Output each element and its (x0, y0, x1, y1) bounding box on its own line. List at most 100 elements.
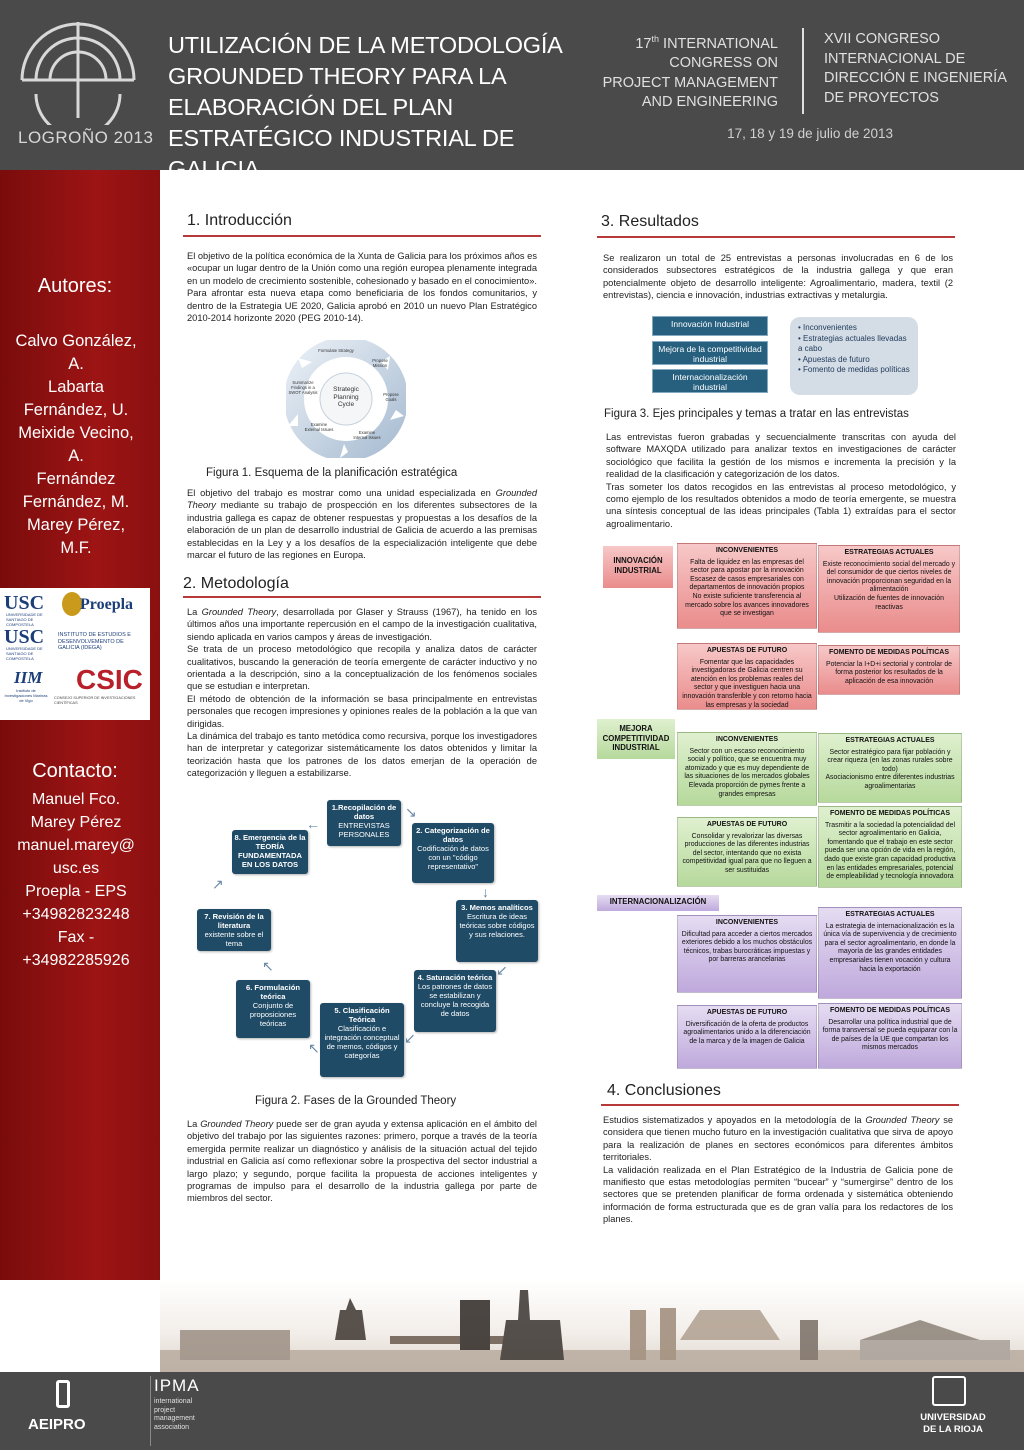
row-label-competitiveness: MEJORA COMPETITIVIDAD INDUSTRIAL (597, 719, 675, 759)
usc-logo: USC (4, 592, 45, 614)
gt-step-8: 8. Emergencia de la TEORÍA FUNDAMENTADA … (232, 830, 308, 874)
arrow-down-left-icon: ↙ (496, 962, 508, 978)
author-line: Marey Pérez, (26, 516, 126, 534)
contact-line: Proepla - EPS (25, 883, 127, 900)
cycle-step-label: Summarize Findings in a SWOT Analysis (288, 380, 318, 395)
strategic-planning-cycle-diagram: Strategic Planning Cycle Formulate Strat… (284, 337, 408, 461)
congress-en-line: PROJECT MANAGEMENT (602, 74, 778, 91)
contact-line: Fax - (57, 929, 95, 946)
results-paragraph: Se realizaron un total de 25 entrevistas… (603, 253, 953, 301)
authors-heading: Autores: (37, 275, 113, 297)
title-line: ELABORACIÓN DEL PLAN (168, 94, 454, 120)
topic-item: • Fomento de medidas políticas (798, 365, 910, 374)
cycle-step-label: Examine Internal Issues (353, 430, 381, 440)
axis-internationalization: Internacionalización industrial (652, 369, 768, 393)
conclusions-paragraph: Estudios sistematizados y apoyados en la… (603, 1115, 954, 1225)
contact-info: Manuel Fco. Marey Pérez manuel.marey@ us… (4, 788, 148, 972)
topic-item: • Estrategias actuales llevadas a cabo (798, 333, 907, 354)
interview-topics-list: • Inconvenientes • Estrategias actuales … (790, 317, 918, 395)
arrow-left-icon: ← (306, 816, 320, 832)
poster-title: UTILIZACIÓN DE LA METODOLOGÍA GROUNDED T… (168, 30, 608, 185)
cycle-center-label: Strategic Planning Cycle (333, 386, 359, 408)
csic-logo-subtitle: CONSEJO SUPERIOR DE INVESTIGACIONES CIEN… (54, 696, 136, 705)
contact-email-line[interactable]: usc.es (52, 860, 100, 877)
author-line: A. (68, 355, 84, 373)
contact-line: Manuel Fco. (31, 791, 121, 808)
section-rule (597, 236, 955, 238)
intro-paragraph: El objetivo de la política económica de … (187, 251, 537, 324)
section-title-results: 3. Resultados (601, 213, 699, 230)
congress-es-line: XVII CONGRESO (824, 31, 941, 47)
csic-logo: CSIC (76, 664, 143, 695)
usc-logo-subtitle: UNIVERSIDADE DE SANTIAGO DE COMPOSTELA (6, 612, 43, 627)
congress-dates: 17, 18 y 19 de julio de 2013 (727, 126, 893, 141)
proepla-logo: Proepla (80, 596, 134, 613)
congress-en-line: AND ENGINEERING (641, 94, 778, 111)
author-line: A. (68, 447, 84, 465)
cycle-step-label: Examine External Issues (304, 422, 334, 432)
intro-objective-paragraph: El objetivo del trabajo es mostrar como … (187, 488, 537, 561)
congress-emblem-icon (20, 22, 136, 138)
arrow-up-left-icon: ↖ (262, 958, 274, 974)
arrow-down-icon: ↓ (482, 884, 489, 900)
header-divider (802, 28, 804, 114)
congress-en-line: 17th INTERNATIONAL (635, 34, 778, 52)
row-label-internationalization: INTERNACIONALIZACIÓN (597, 895, 719, 911)
author-line: Fernández, M. (22, 493, 130, 511)
row-label-innovation: INNOVACIÓN INDUSTRIAL (603, 546, 673, 588)
authors-list: Calvo González, A. Labarta Fernández, U.… (6, 330, 146, 560)
ipma-subtitle: international project management associa… (154, 1398, 195, 1431)
aeipro-mark-icon (56, 1380, 70, 1408)
arrow-up-left-icon: ↖ (308, 1040, 320, 1056)
congress-es-line: INTERNACIONAL DE (824, 50, 966, 67)
author-line: Meixide Vecino, (18, 424, 134, 442)
title-line: UTILIZACIÓN DE LA METODOLOGÍA (168, 32, 563, 58)
contact-email-line[interactable]: manuel.marey@ (17, 837, 135, 854)
section-rule (601, 1104, 959, 1106)
section-rule (183, 235, 541, 237)
arrow-up-right-icon: ↗ (212, 876, 224, 892)
interview-axes-figure: Innovación Industrial Mejora de la compe… (652, 314, 920, 396)
universidad-rioja-shield-icon (932, 1376, 966, 1406)
aeipro-logo: AEIPRO (28, 1416, 86, 1433)
author-line: Labarta (48, 378, 104, 396)
author-line: M.F. (60, 539, 92, 557)
iim-logo-subtitle: Instituto de Investigaciones Marinas de … (4, 688, 48, 703)
contact-line: Marey Pérez (30, 814, 122, 831)
section-title-intro: 1. Introducción (187, 212, 292, 229)
cycle-step-label: Propose Mission (372, 358, 388, 368)
figure1-caption: Figura 1. Esquema de la planificación es… (206, 467, 458, 479)
institution-logos: USC UNIVERSIDADE DE SANTIAGO DE COMPOSTE… (0, 588, 150, 720)
congress-name-english: 17th INTERNATIONAL CONGRESS ON PROJECT M… (600, 30, 778, 113)
author-line: Calvo González, (15, 332, 137, 350)
congress-logo: LOGROÑO 2013 (0, 0, 160, 170)
idega-logo: INSTITUTO DE ESTUDIOS E DESENVOLVEMENTO … (58, 632, 131, 651)
usc-logo: USC (4, 626, 45, 648)
poster-header: LOGROÑO 2013 UTILIZACIÓN DE LA METODOLOG… (0, 0, 1024, 182)
iim-logo: IIM (14, 668, 43, 687)
proepla-mark-icon (62, 592, 82, 616)
contact-fax: +34982285926 (22, 952, 130, 969)
figure2-caption: Figura 2. Fases de la Grounded Theory (255, 1095, 457, 1107)
topic-item: • Inconvenientes (798, 323, 857, 332)
axis-innovation: Innovación Industrial (652, 316, 768, 336)
arrow-right-icon: ↘ (405, 804, 417, 820)
congress-es-line: DE PROYECTOS (824, 89, 939, 106)
results-method-paragraph: Las entrevistas fueron grabadas y secuen… (606, 432, 956, 529)
footer-divider (150, 1376, 151, 1446)
topic-item: • Apuestas de futuro (798, 354, 870, 364)
contact-heading: Contacto: (32, 760, 118, 782)
author-line: Fernández, U. (23, 401, 129, 419)
